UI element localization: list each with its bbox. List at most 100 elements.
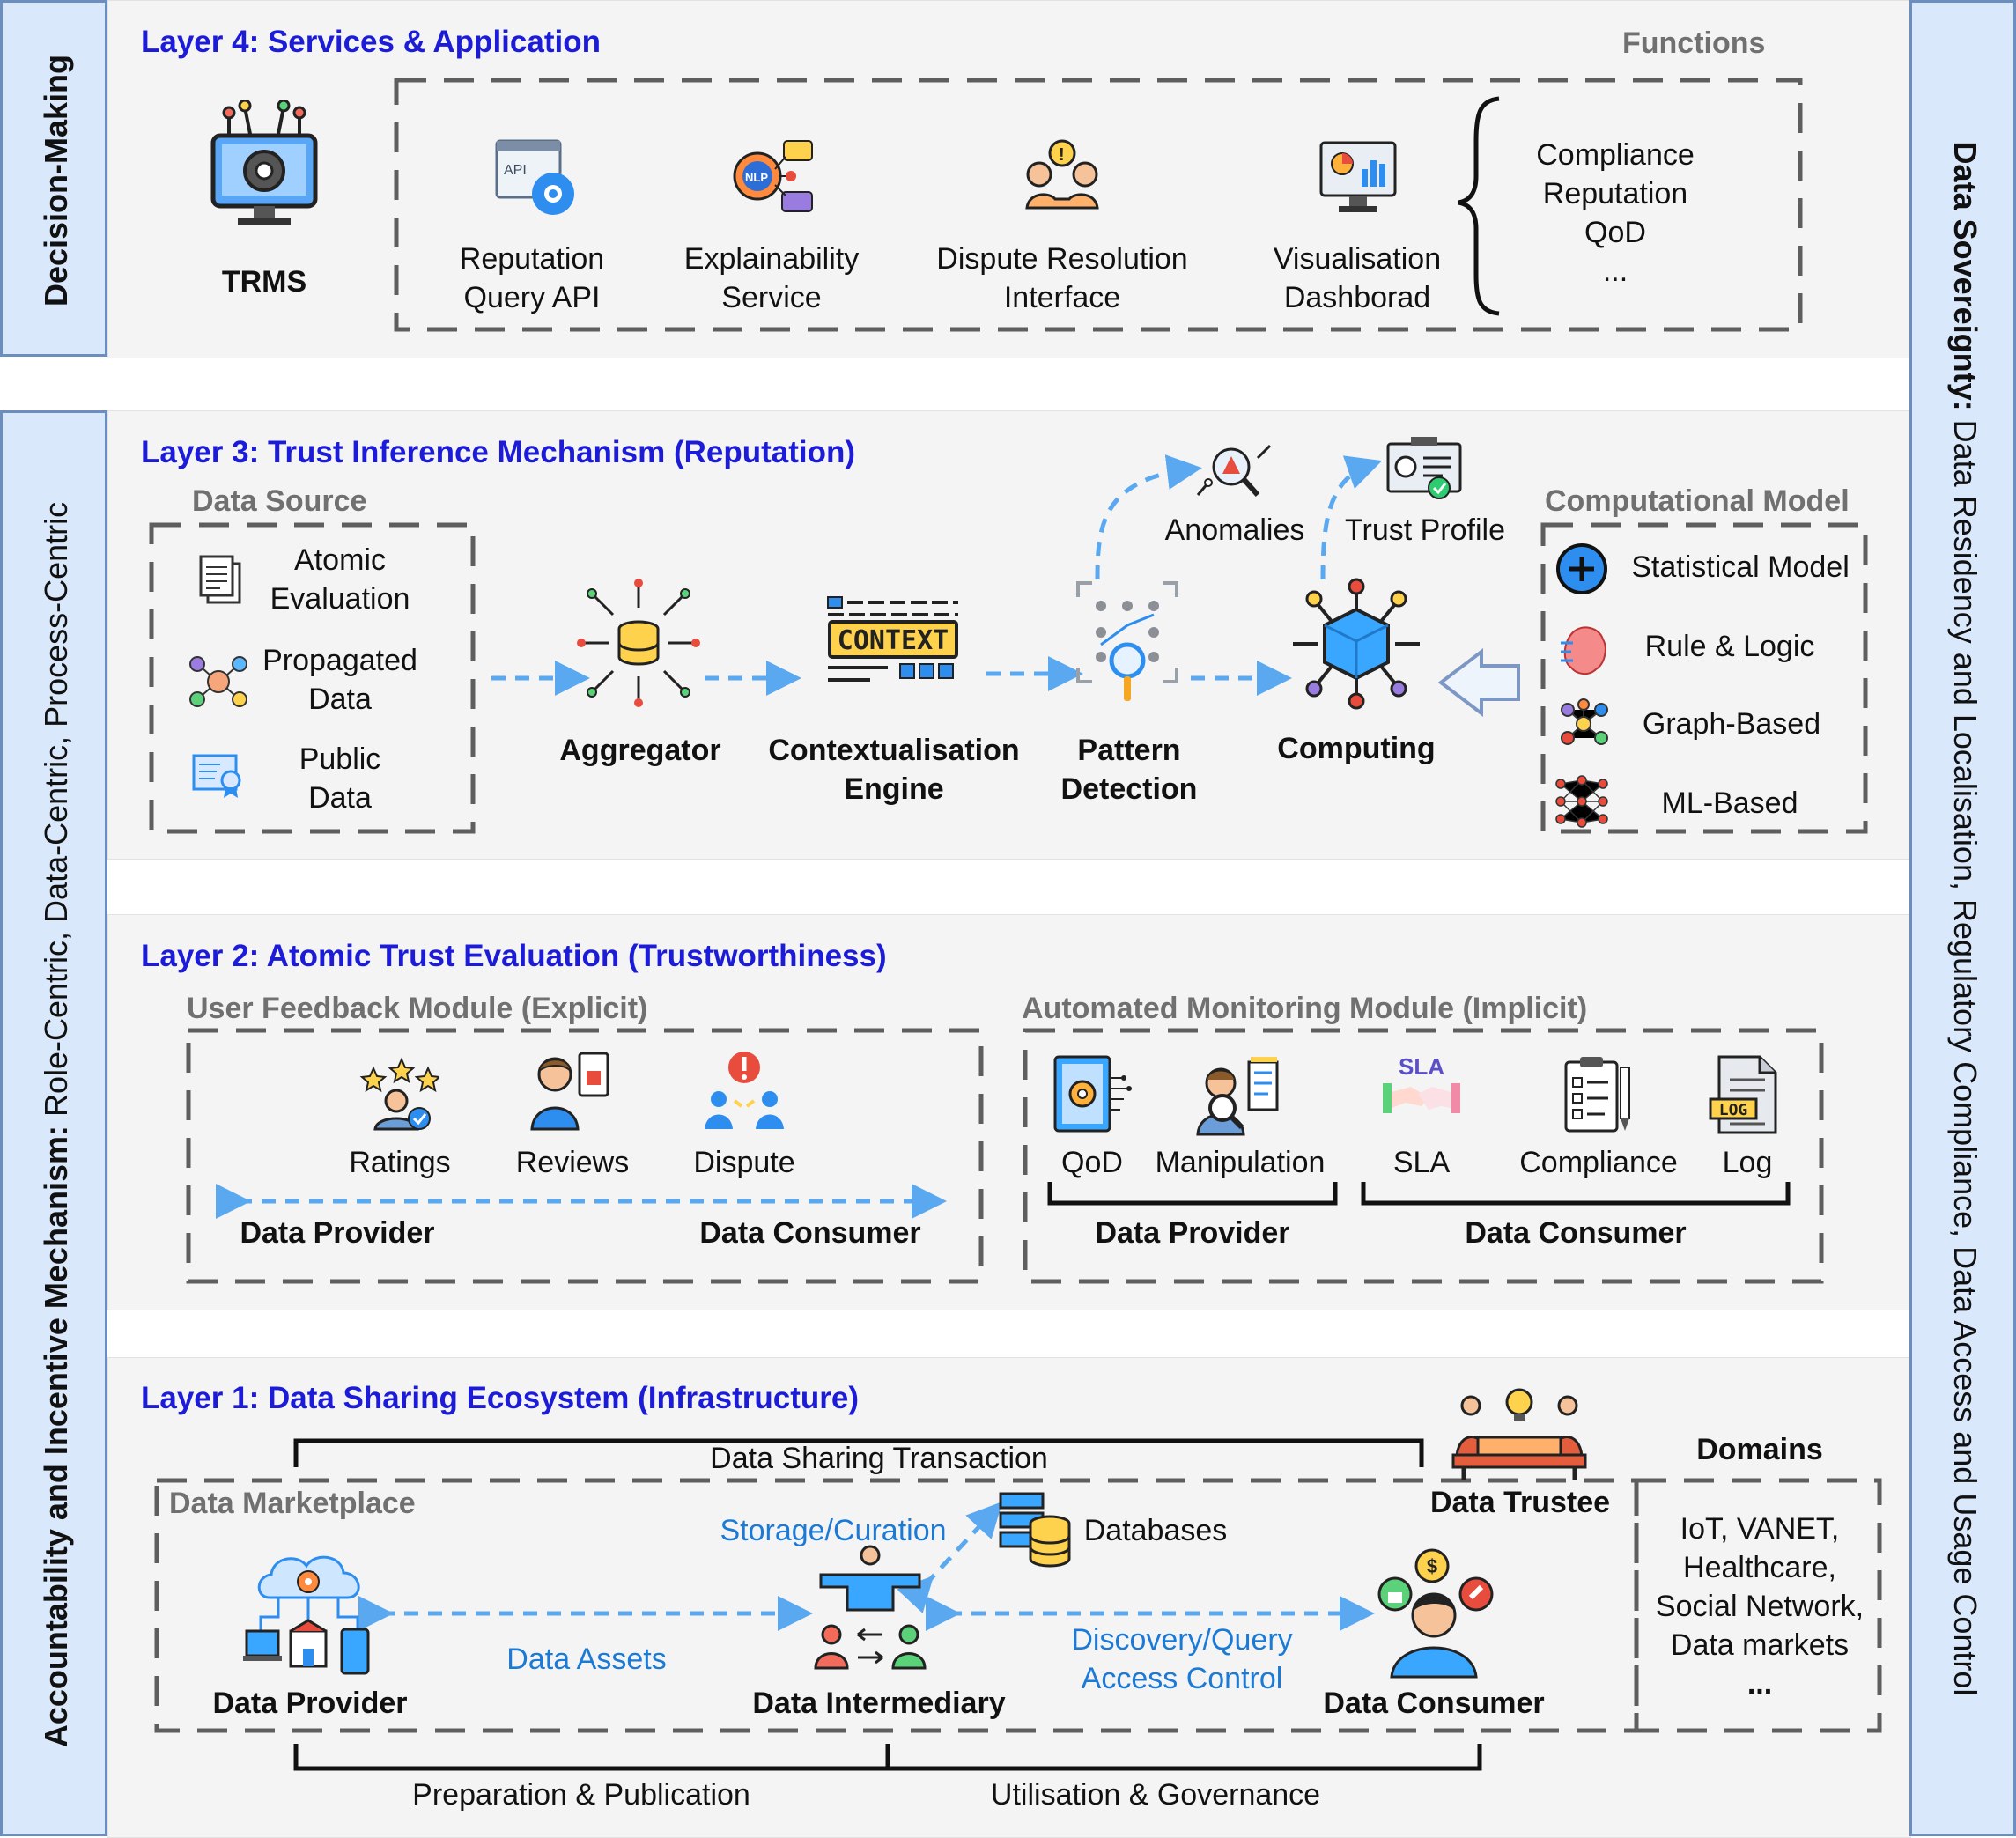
document-stack-icon <box>199 555 241 604</box>
marketplace-box <box>154 1478 1639 1733</box>
intermediary-label: Data Intermediary <box>752 1687 1006 1720</box>
sla-badge-text: SLA <box>1399 1053 1444 1080</box>
monitoring-provider-label: Data Provider <box>1095 1216 1290 1250</box>
ratings-label: Ratings <box>349 1146 451 1179</box>
automated-monitoring-title: Automated Monitoring Module (Implicit) <box>1022 992 1588 1025</box>
source-label-line: Evaluation <box>270 582 410 616</box>
model-ml-label: ML-Based <box>1661 786 1798 820</box>
computing-cube-icon <box>1293 578 1420 710</box>
trms-monitor-icon <box>210 100 318 225</box>
decision-making-sidebar: Decision-Making <box>0 0 107 357</box>
context-engine-line: Engine <box>844 772 944 806</box>
layer1-title: Layer 1: Data Sharing Ecosystem (Infrast… <box>141 1381 859 1415</box>
layer4-title: Layer 4: Services & Application <box>141 25 601 59</box>
transaction-bracket <box>293 1438 1424 1467</box>
data-sovereignty-sidebar: Data Sovereignty: Data Residency and Loc… <box>1909 0 2016 1836</box>
consumer-label: Data Consumer <box>1323 1687 1545 1720</box>
source-label-line: Data <box>308 781 372 815</box>
layer3-panel <box>107 410 1911 860</box>
pattern-detection-line: Detection <box>1060 772 1198 806</box>
databases-label: Databases <box>1083 1514 1228 1547</box>
intermediary-person-icon <box>814 1545 927 1670</box>
svg-text:$: $ <box>1427 1555 1437 1577</box>
service-label-line: Dispute Resolution <box>936 242 1188 276</box>
model-graph-label: Graph-Based <box>1642 707 1821 741</box>
svg-text:!: ! <box>1059 145 1065 165</box>
handshake-icon: ! <box>1025 139 1099 210</box>
manipulation-label: Manipulation <box>1155 1146 1326 1179</box>
ratings-stars-icon <box>359 1057 439 1131</box>
model-statistical-label: Statistical Model <box>1631 550 1850 584</box>
domain-item: Healthcare, <box>1683 1551 1836 1584</box>
feedback-consumer-label: Data Consumer <box>699 1216 921 1250</box>
context-badge-text: CONTEXT <box>838 625 949 656</box>
context-engine-line: Contextualisation <box>768 734 1020 767</box>
domains-list: IoT, VANET, Healthcare, Social Network, … <box>1656 1510 1864 1703</box>
layer2-title: Layer 2: Atomic Trust Evaluation (Trustw… <box>141 939 887 973</box>
svg-text:NLP: NLP <box>745 171 768 184</box>
compliance-clipboard-icon <box>1564 1057 1630 1133</box>
service-label-line: Explainability <box>683 242 860 276</box>
domain-item: ... <box>1746 1667 1773 1701</box>
trms-label: TRMS <box>221 265 307 299</box>
transaction-label: Data Sharing Transaction <box>710 1442 1048 1475</box>
discovery-line: Discovery/Query <box>1071 1623 1293 1657</box>
function-item: Reputation <box>1542 177 1688 210</box>
service-label-line: Reputation <box>459 242 605 276</box>
computational-model-title: Computational Model <box>1545 484 1850 518</box>
databases-icon <box>999 1492 1071 1568</box>
manipulation-inspect-icon <box>1196 1057 1279 1136</box>
aggregator-database-icon <box>577 579 700 707</box>
sla-handshake-icon: SLA <box>1383 1053 1460 1113</box>
log-badge-text: LOG <box>1719 1101 1748 1119</box>
pattern-detection-line: Pattern <box>1077 734 1181 767</box>
dashboard-monitor-icon <box>1319 141 1397 212</box>
services-box <box>394 78 1803 332</box>
service-label-line: Service <box>721 281 822 314</box>
trust-profile-icon <box>1386 437 1462 499</box>
domain-item: Social Network, <box>1655 1590 1865 1623</box>
source-label-line: Data <box>308 683 372 716</box>
source-label-line: Propagated <box>262 644 417 677</box>
domain-item: IoT, VANET, <box>1680 1512 1840 1546</box>
qod-label: QoD <box>1061 1146 1123 1179</box>
feedback-provider-label: Data Provider <box>240 1216 435 1250</box>
consumer-bracket <box>1361 1182 1791 1206</box>
computational-model-box <box>1540 522 1868 834</box>
layer4-panel <box>107 0 1911 358</box>
source-label-line: Atomic <box>294 543 386 577</box>
preparation-label: Preparation & Publication <box>412 1778 750 1812</box>
service-label-line: Visualisation <box>1273 242 1442 276</box>
layer3-title: Layer 3: Trust Inference Mechanism (Repu… <box>141 435 856 469</box>
data-source-title: Data Source <box>192 484 367 518</box>
context-engine-icon: CONTEXT <box>827 596 958 682</box>
functions-list: Compliance Reputation QoD ... <box>1536 136 1695 291</box>
monitoring-consumer-label: Data Consumer <box>1465 1216 1687 1250</box>
function-item: QoD <box>1584 216 1646 249</box>
anomalies-label: Anomalies <box>1164 513 1305 547</box>
dispute-people-icon <box>705 1052 784 1129</box>
neural-network-icon <box>1555 775 1608 828</box>
storage-label: Storage/Curation <box>720 1514 947 1547</box>
accountability-sidebar: Accountability and Incentive Mechanism: … <box>0 410 107 1836</box>
service-label-line: Interface <box>1003 281 1121 314</box>
function-item: ... <box>1602 255 1628 288</box>
anomalies-icon <box>1196 444 1272 497</box>
service-label-line: Dashborad <box>1283 281 1431 314</box>
consumer-person-icon: $ <box>1377 1548 1494 1679</box>
flow-arrow-anomalies <box>1095 454 1202 580</box>
source-label-line: Public <box>299 742 381 776</box>
svg-text:API: API <box>504 163 527 178</box>
utilisation-label: Utilisation & Governance <box>990 1778 1321 1812</box>
provider-cloud-icon <box>243 1555 370 1675</box>
api-gear-icon: API <box>495 139 574 215</box>
discovery-line: Access Control <box>1081 1662 1283 1695</box>
